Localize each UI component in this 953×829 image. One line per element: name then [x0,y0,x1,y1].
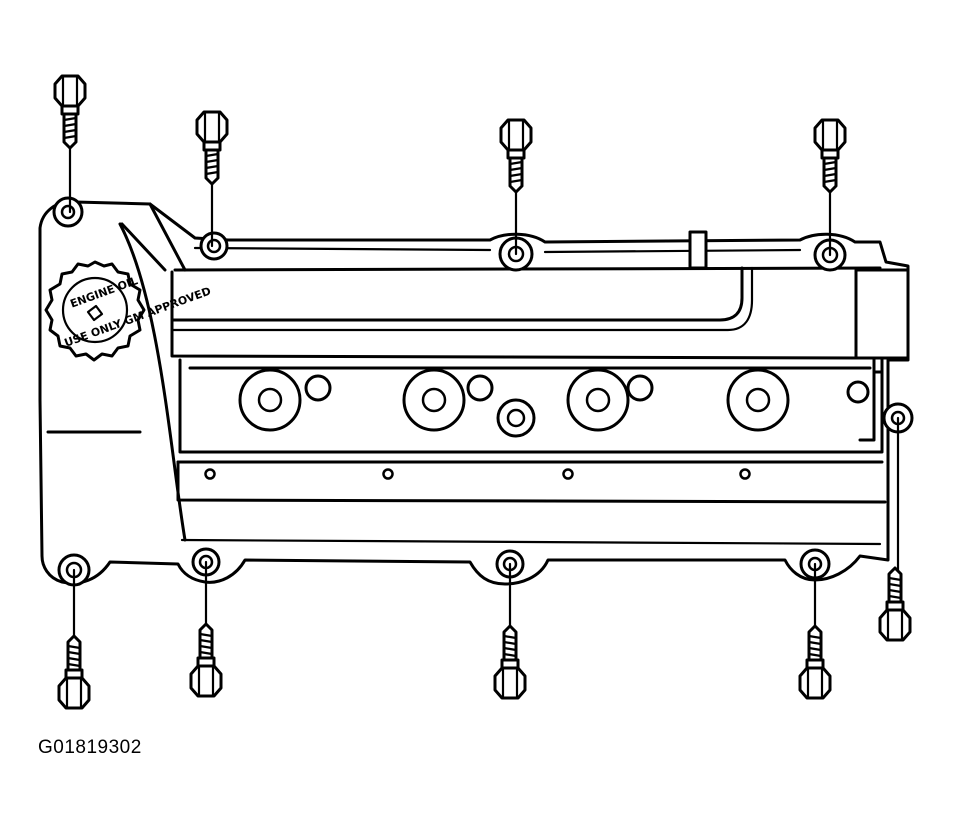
figure-code: G01819302 [38,737,142,758]
bolt-icon [189,560,223,698]
lower-bolts [57,416,912,710]
plug-opening [726,368,790,432]
rivet-holes [204,468,751,480]
upper-bolts [53,74,847,257]
bolt-icon [493,562,527,700]
plug-opening [238,368,332,432]
breather-port [846,380,870,404]
plug-opening [496,398,536,438]
bolt-icon [813,118,847,257]
bolt-icon [195,110,229,248]
bolt-icon [798,562,832,700]
bolt-icon [53,74,87,214]
bolt-icon [499,118,533,256]
plug-opening [566,368,654,432]
bolt-icon [878,416,912,642]
spark-plug-openings [238,368,870,438]
plug-opening [402,368,494,432]
bolt-icon [57,568,91,710]
